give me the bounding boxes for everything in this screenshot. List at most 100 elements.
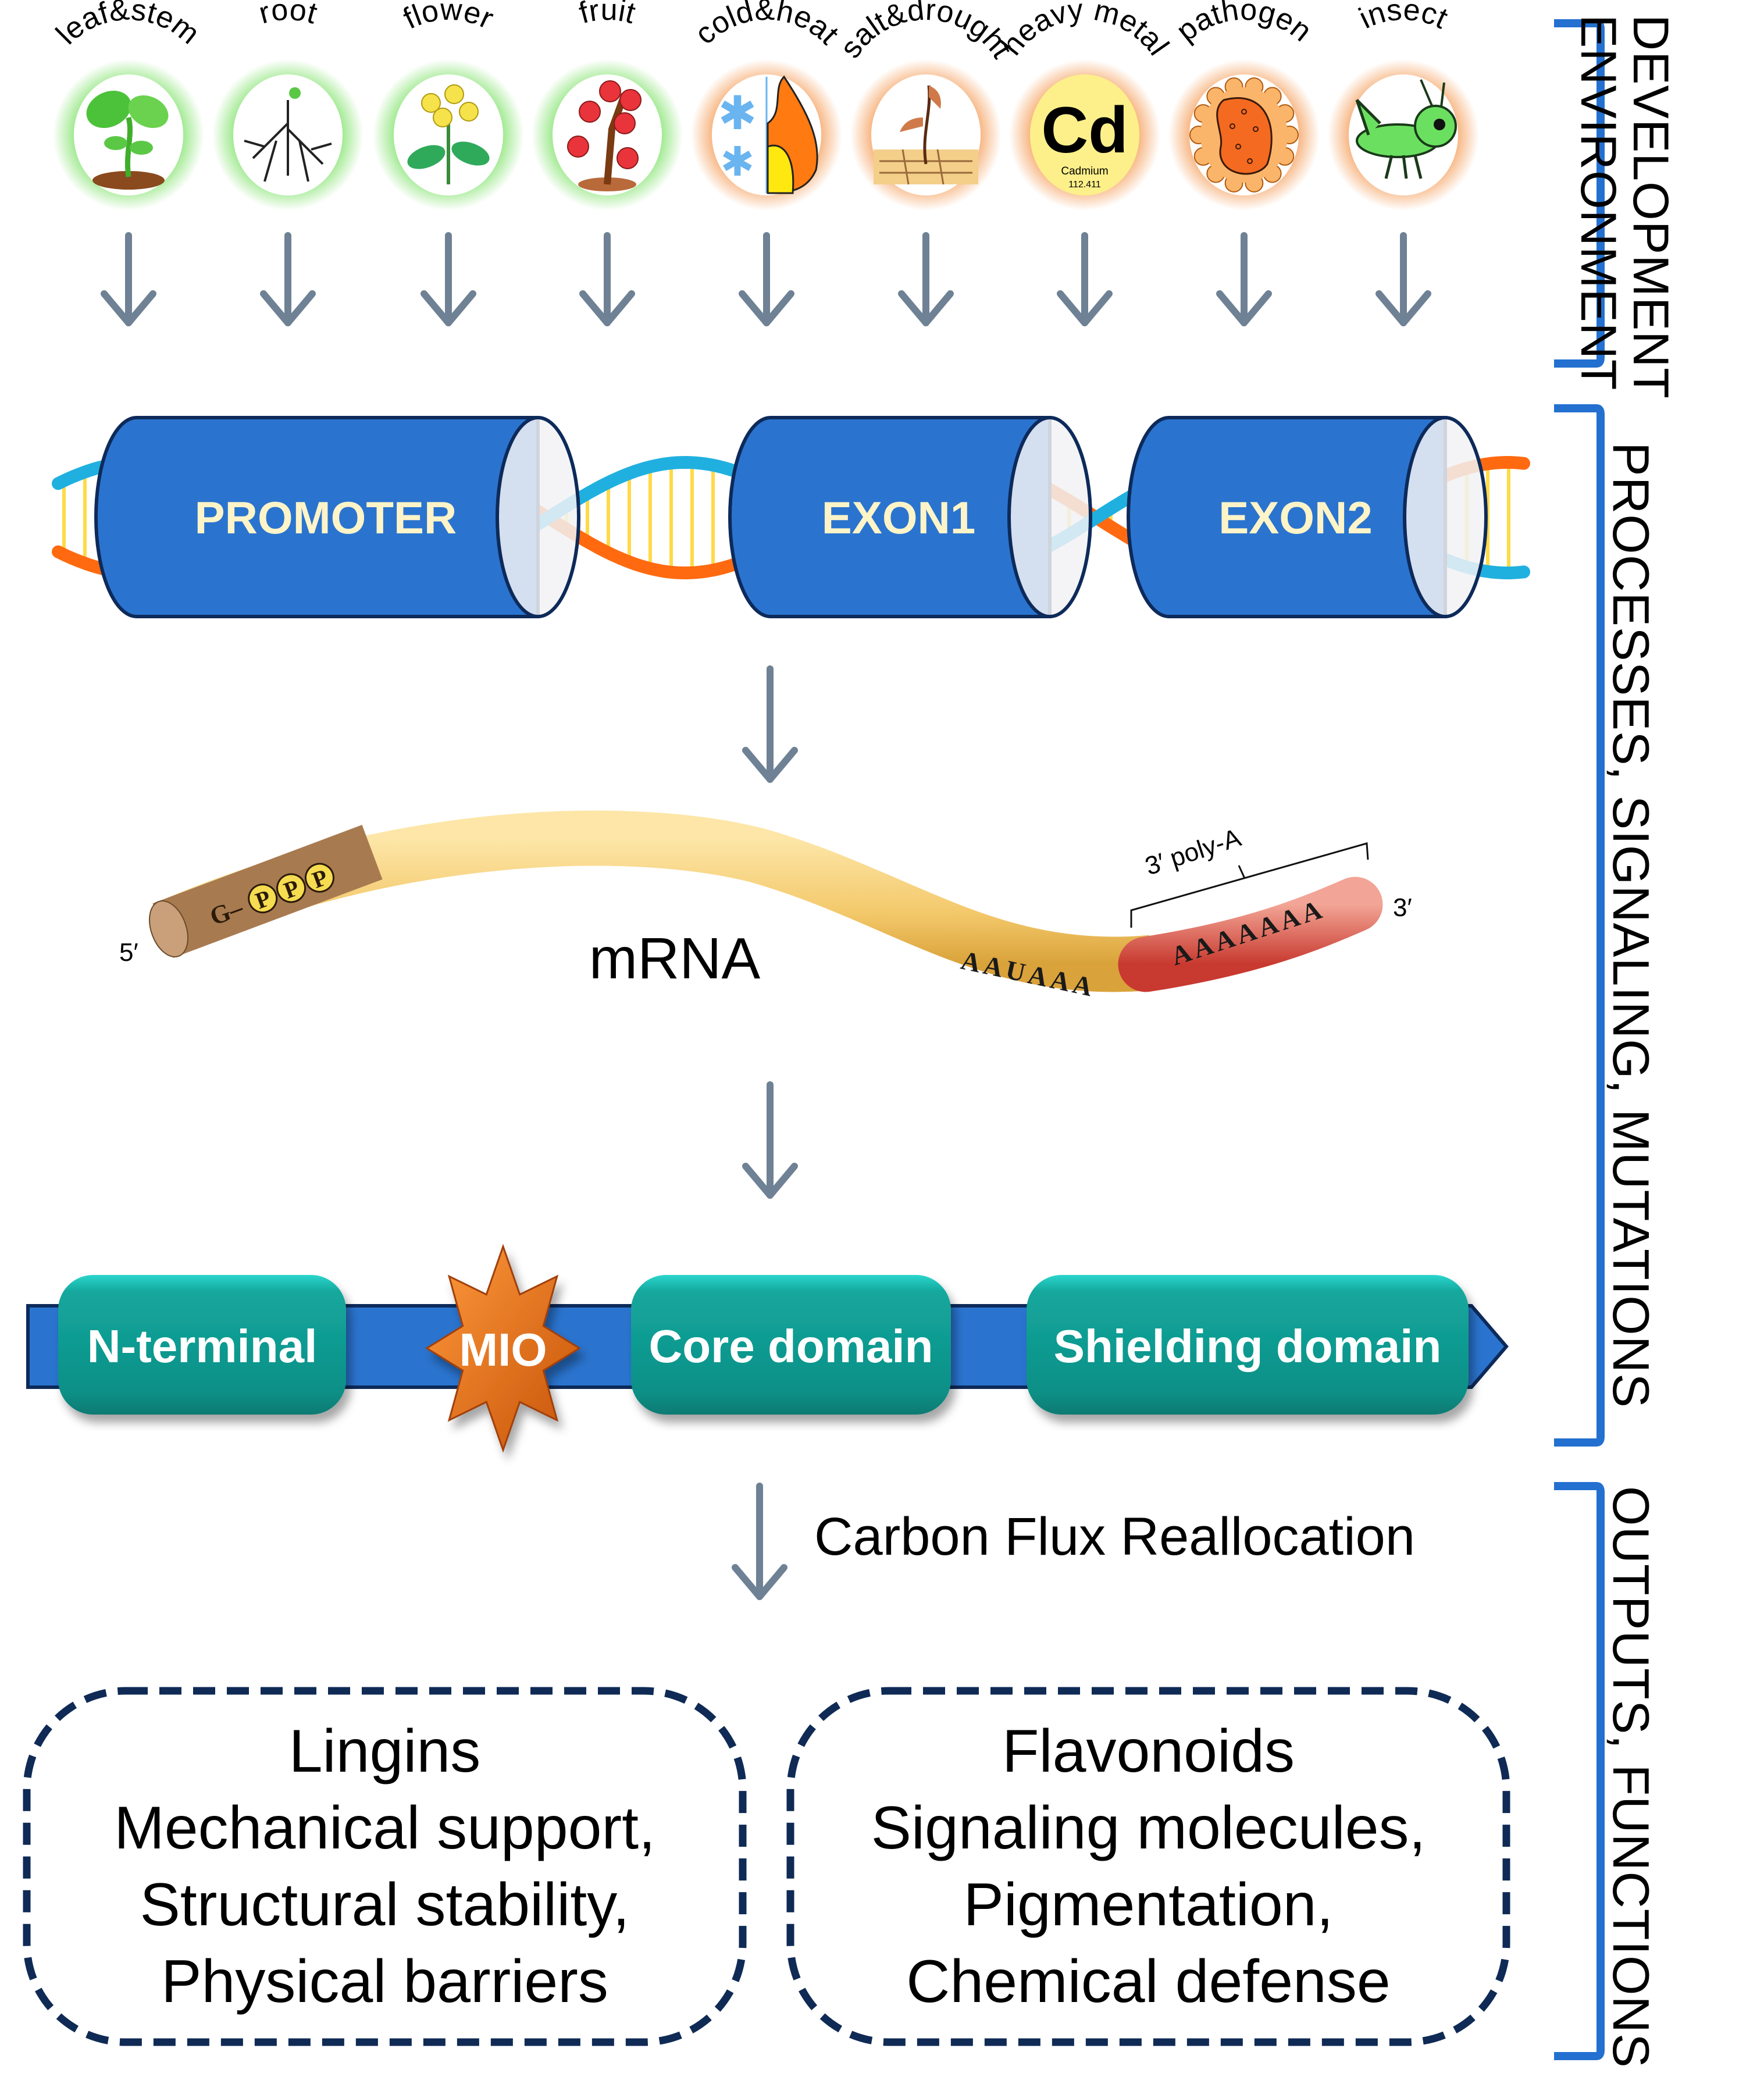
section-label-processes: PROCESSES, SIGNALING, MUTATIONS <box>1602 442 1660 1408</box>
bracket-outputs <box>1554 1482 1605 2060</box>
seedling-icon <box>86 90 169 190</box>
gene-segment-exon2: EXON2 <box>1127 416 1488 618</box>
output-title: Flavonoids <box>1002 1718 1295 1785</box>
svg-text:✱: ✱ <box>718 87 757 139</box>
three-prime-label: 3′ <box>1393 893 1412 922</box>
poly-a-tail <box>1118 877 1383 992</box>
down-arrow <box>260 232 316 326</box>
output-border-flavonoids <box>786 1687 1510 2046</box>
cylinder-body <box>728 416 1052 618</box>
down-arrow <box>1375 232 1431 326</box>
cylinder-end <box>1403 416 1488 618</box>
gene-segment-promoter: PROMOTER <box>94 416 580 618</box>
element-symbol: Cd <box>1041 94 1128 166</box>
flower-icon <box>407 84 490 184</box>
gene-segment-label: EXON1 <box>822 492 975 543</box>
grasshopper-icon <box>1355 79 1457 179</box>
protein-domain-n-terminal: N-terminal <box>58 1275 346 1415</box>
output-line: Signaling molecules, <box>871 1794 1426 1862</box>
domain-label: Core domain <box>649 1320 933 1372</box>
bracket-processes <box>1554 404 1605 1447</box>
output-title: Lingins <box>288 1718 481 1785</box>
input-label: root <box>255 0 321 31</box>
down-arrow <box>420 232 476 326</box>
cylinder-end <box>496 416 580 618</box>
down-arrow <box>1216 232 1272 326</box>
domain-box <box>631 1275 951 1415</box>
down-arrow <box>739 232 794 326</box>
cap-end <box>149 900 188 958</box>
output-line: Structural stability, <box>140 1871 630 1939</box>
down-arrow <box>579 232 635 326</box>
output-border-lignins <box>23 1687 747 2046</box>
icon-disc <box>1030 74 1139 195</box>
input-label: flower <box>398 0 498 36</box>
section-label-outputs: OUTPUTS, FUNCTIONS <box>1602 1486 1660 2068</box>
phosphate <box>248 884 278 914</box>
input-label: insect <box>1354 0 1453 35</box>
root-icon <box>244 87 332 182</box>
input-label: fruit <box>576 0 639 30</box>
protein-domain-core-domain: Core domain <box>631 1275 951 1415</box>
down-arrow <box>1057 232 1113 326</box>
mrna-label: mRNA <box>589 926 761 991</box>
phosphate <box>276 873 307 903</box>
gene-segment-exon1: EXON1 <box>728 416 1092 618</box>
section-label-development: DEVELOPMENT <box>1623 15 1679 399</box>
cylinder-end <box>1007 416 1092 618</box>
gene-segment-label: EXON2 <box>1218 492 1372 543</box>
cylinder-body <box>94 416 540 618</box>
bracket-development-environment <box>1554 19 1605 368</box>
output-box-flavonoids: Flavonoids Signaling molecules, Pigmenta… <box>790 1691 1506 2042</box>
mio-star <box>425 1244 582 1453</box>
output-box-lignins: Lingins Mechanical support, Structural s… <box>27 1691 743 2042</box>
protein-to-output-arrow <box>732 1483 787 1600</box>
input-label: cold&heat <box>689 0 846 51</box>
down-arrow <box>101 232 156 326</box>
input-insect: insect <box>1328 0 1479 211</box>
five-prime-label: 5′ <box>119 938 138 967</box>
phosphate <box>304 863 334 893</box>
down-arrow <box>898 232 954 326</box>
element-name: Cadmium <box>1061 165 1108 177</box>
svg-text:✱: ✱ <box>721 139 755 184</box>
snowflake-flame-icon: ✱✱ <box>718 75 818 194</box>
poly-a-bracket <box>1130 842 1369 928</box>
output-line: Chemical defense <box>906 1948 1391 2015</box>
cylinder-body <box>1127 416 1447 618</box>
gene-segment-label: PROMOTER <box>195 492 457 543</box>
input-label: salt&drought <box>833 0 1019 65</box>
mrna-to-protein-arrow <box>742 1081 798 1199</box>
element-mass: 112.411 <box>1068 180 1101 190</box>
fruit-tree-icon <box>567 80 642 191</box>
input-fruit: fruit <box>532 0 683 211</box>
gene-to-mrna-arrow <box>742 665 798 783</box>
section-label-environment: ENVIRONMENT <box>1570 15 1626 391</box>
drought-plant-icon <box>874 85 978 185</box>
input-salt-drought: salt&drought <box>833 0 1019 211</box>
protein-domain-shielding-domain: Shielding domain <box>1027 1275 1469 1415</box>
domain-label: Shielding domain <box>1054 1320 1442 1372</box>
output-line: Physical barriers <box>161 1948 608 2015</box>
input-label: leaf&stem <box>49 0 205 51</box>
input-label: heavy metal <box>995 0 1175 62</box>
mrna-body <box>163 810 1154 992</box>
pathogen-icon <box>1189 77 1299 193</box>
input-flower: flower <box>373 0 524 211</box>
carbon-flux-label: Carbon Flux Reallocation <box>814 1507 1415 1566</box>
output-line: Pigmentation, <box>963 1871 1334 1939</box>
input-pathogen: pathogen <box>1168 0 1320 211</box>
poly-a-label: 3′ poly-A <box>1142 823 1245 881</box>
input-root: root <box>212 0 364 211</box>
input-label: pathogen <box>1170 0 1318 48</box>
input-cold-heat: ✱✱ cold&heat <box>689 0 846 211</box>
input-leaf-stem: leaf&stem <box>49 0 206 211</box>
domain-label: N-terminal <box>87 1320 318 1372</box>
domain-label: MIO <box>459 1324 547 1376</box>
domain-box <box>1027 1275 1469 1415</box>
domain-box <box>58 1275 346 1415</box>
